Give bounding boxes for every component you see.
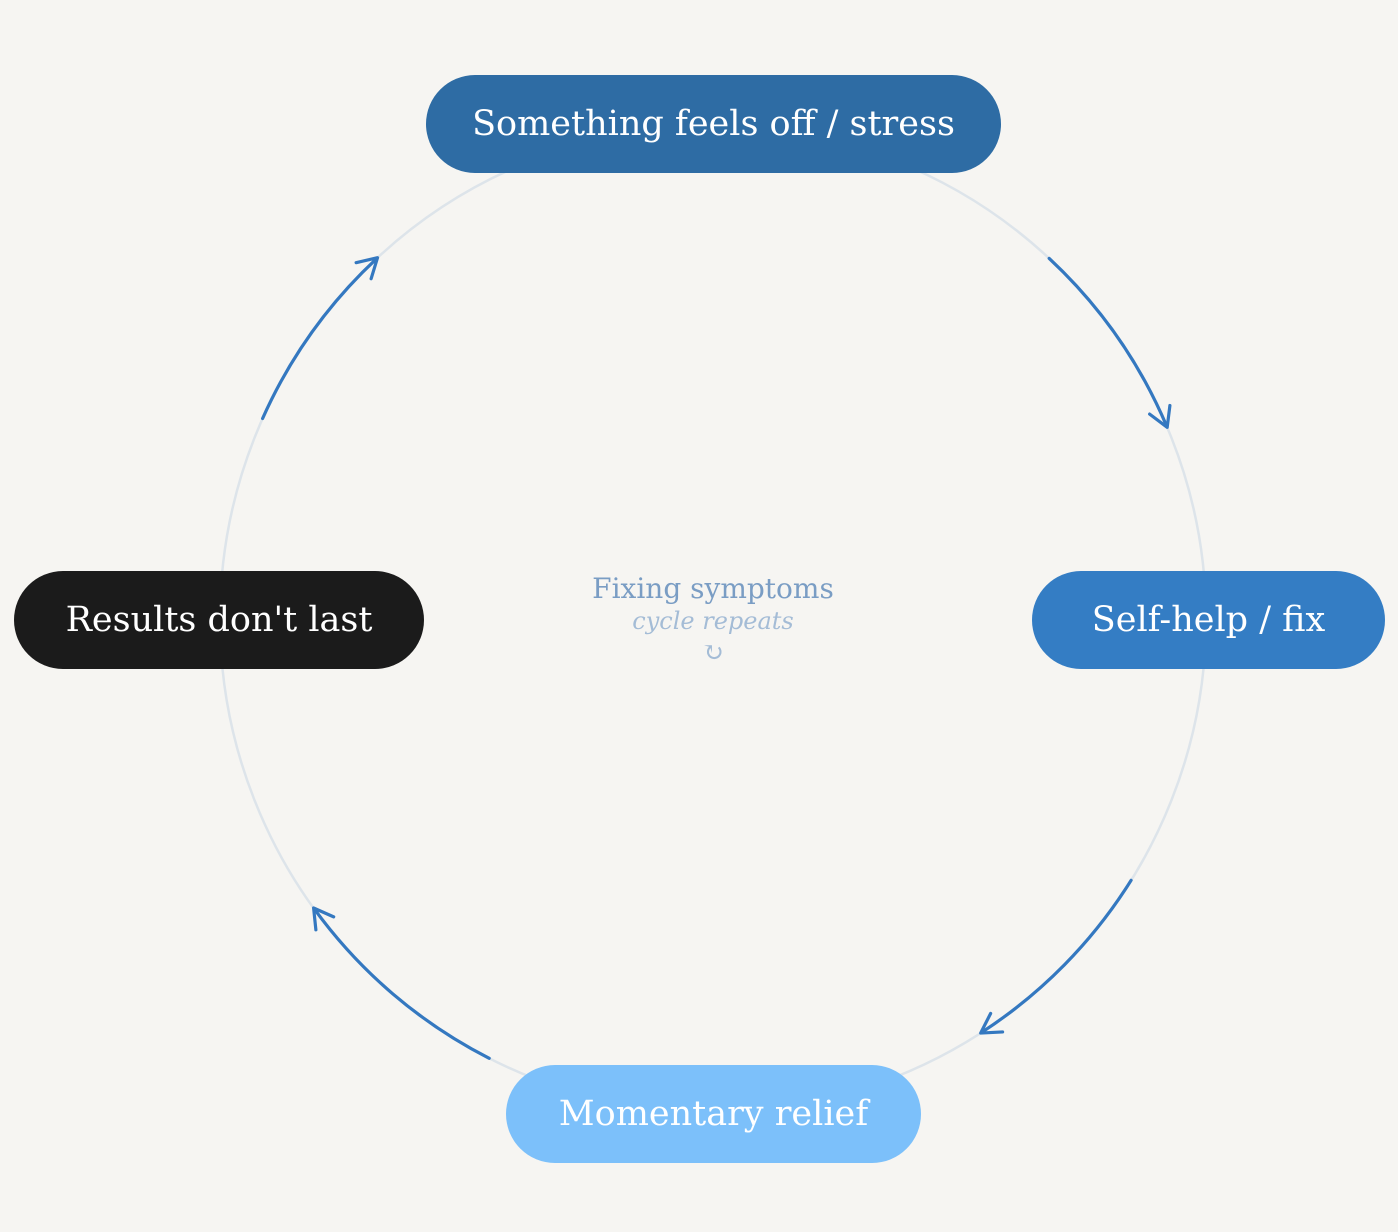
- cycle-repeat-icon: ↻: [702, 638, 724, 668]
- arrow-top-to-right: [1047, 256, 1172, 429]
- center-title: Fixing symptoms: [592, 572, 834, 605]
- arrow-right-to-bottom: [979, 878, 1133, 1035]
- node-something-feels-off: Something feels off / stress: [426, 75, 1001, 173]
- arrow-left-to-top: [261, 256, 380, 421]
- node-momentary-relief: Momentary relief: [506, 1065, 921, 1163]
- arrow-bottom-to-left: [312, 906, 491, 1060]
- center-label: Fixing symptoms cycle repeats ↻: [513, 572, 913, 670]
- center-subtitle: cycle repeats: [632, 607, 794, 635]
- node-results-dont-last: Results don't last: [14, 571, 424, 669]
- node-self-help-fix: Self-help / fix: [1032, 571, 1385, 669]
